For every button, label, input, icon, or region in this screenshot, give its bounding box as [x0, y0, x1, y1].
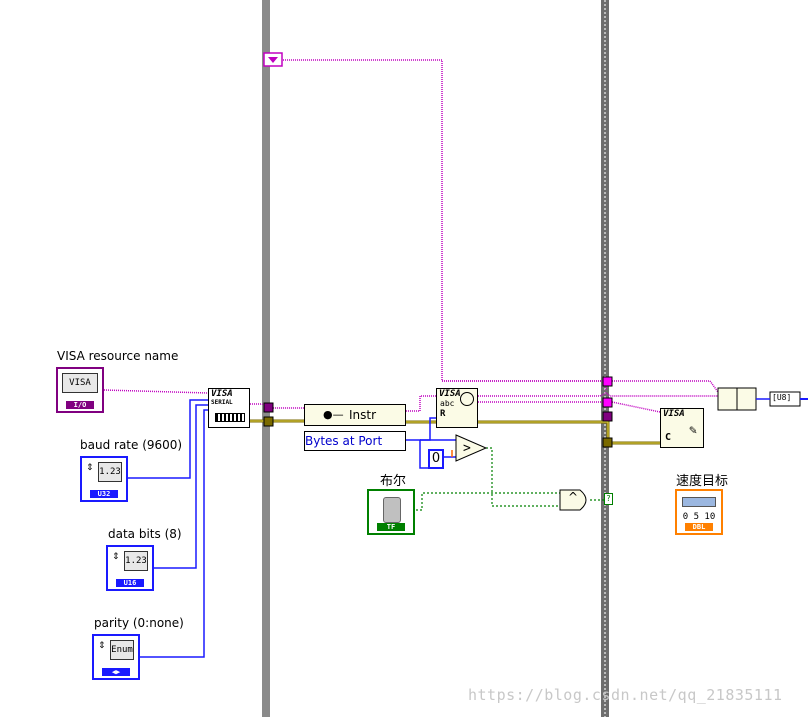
and-node[interactable] [559, 489, 587, 511]
data-bits-value: 1.23 [124, 551, 148, 571]
label-speed-target: 速度目标 [676, 474, 729, 489]
greater-than-node[interactable] [455, 434, 488, 462]
boolean-wire [416, 447, 604, 511]
constant-zero[interactable]: 0 [428, 449, 444, 469]
spinner-icon: ⇕ [112, 552, 120, 562]
speed-target-control[interactable]: 0 5 10 DBL [675, 489, 723, 535]
u8-array-label: [U8] [772, 393, 792, 402]
visa-configure-serial-node[interactable]: VISA SERIAL [208, 388, 250, 428]
label-parity: parity (0:none) [94, 616, 184, 630]
toggle-switch-icon [383, 497, 401, 523]
svg-text:>: > [463, 441, 471, 456]
tunnel-visa-left [263, 402, 274, 413]
label-data-bits: data bits (8) [108, 527, 182, 541]
config-wires [128, 399, 456, 658]
parity-value: Enum [110, 640, 134, 660]
label-visa-resource-name: VISA resource name [57, 349, 179, 363]
close-pencil-icon: ✎ [689, 423, 697, 438]
slider-icon [682, 497, 716, 507]
visa-close-node[interactable]: VISA C ✎ [660, 408, 704, 448]
sequence-frame-border-left [262, 0, 270, 717]
visa-resource-value: VISA [62, 373, 98, 393]
tunnel-visa-right [602, 397, 613, 408]
visa-resource-control[interactable]: VISA I/O [56, 367, 104, 413]
watermark: https://blog.csdn.net/qq_21835111 [468, 686, 783, 704]
and-symbol: ^ [568, 490, 579, 504]
label-bool: 布尔 [380, 474, 407, 489]
data-bits-control[interactable]: 1.23 ⇕ U16 [106, 545, 154, 591]
property-node-icon: ●— [323, 408, 344, 421]
property-bytes-at-port[interactable]: Bytes at Port [304, 431, 406, 451]
visa-loop-wire [283, 59, 722, 393]
tunnel-loop-right [602, 376, 613, 387]
loop-condition-terminal[interactable]: ? [604, 493, 613, 505]
label-baud-rate: baud rate (9600) [80, 438, 183, 452]
baud-rate-control[interactable]: 1.23 ⇕ U32 [80, 456, 128, 502]
tunnel-error-left [263, 416, 274, 427]
clock-icon [460, 392, 474, 406]
sequence-frame-border-right [601, 0, 609, 717]
property-node-header[interactable]: ●— Instr [304, 404, 406, 426]
parity-control[interactable]: Enum ⇕ ◀▶ [92, 634, 140, 680]
tunnel-error-right [602, 437, 613, 448]
visa-read-node[interactable]: VISA abc R [436, 388, 478, 428]
tunnel-visa-right-2 [602, 411, 613, 422]
boolean-control[interactable]: TF [367, 489, 415, 535]
spinner-icon: ⇕ [98, 641, 106, 651]
serial-port-icon [215, 413, 245, 422]
baud-rate-value: 1.23 [98, 462, 122, 482]
spinner-icon: ⇕ [86, 463, 94, 473]
